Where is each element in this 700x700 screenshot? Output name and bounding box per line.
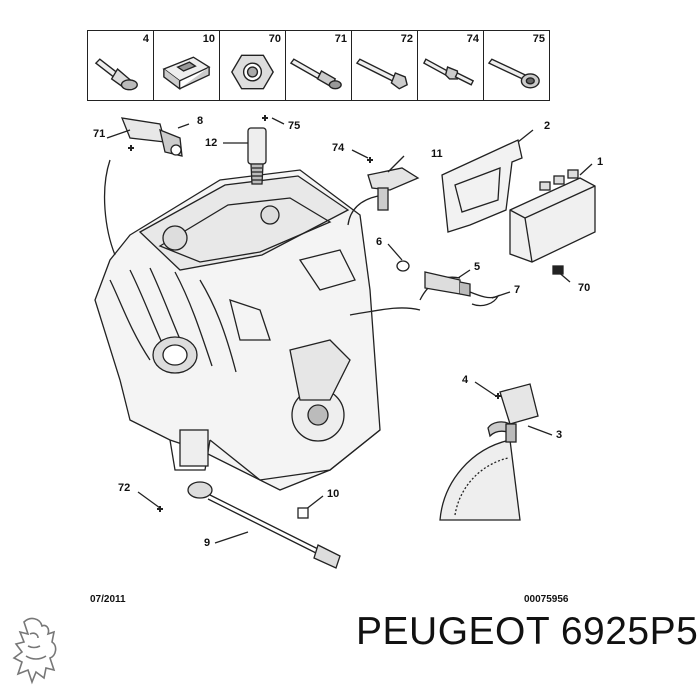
knock-sensor-drawing xyxy=(187,481,341,569)
pressure-switch-drawing xyxy=(247,127,267,185)
legend-cell: 75 xyxy=(484,31,549,100)
callout-2: 2 xyxy=(544,120,551,132)
hex-nut-icon xyxy=(231,54,274,90)
legend-cell: 72 xyxy=(352,31,418,100)
callout-4: 4 xyxy=(462,374,469,386)
bolt-long-icon xyxy=(289,58,342,90)
legend-cell: 10 xyxy=(154,31,220,100)
callout-6: 6 xyxy=(376,236,383,248)
callout-74: 74 xyxy=(332,142,345,154)
legend-number: 71 xyxy=(334,33,347,45)
callout-9: 9 xyxy=(204,537,211,549)
stud-bolt-icon xyxy=(422,58,475,86)
legend-cell: 70 xyxy=(220,31,286,100)
legend-number: 70 xyxy=(268,33,281,45)
callout-11: 11 xyxy=(431,148,443,160)
legend-cell: 71 xyxy=(286,31,352,100)
diagram-reference: 00075956 xyxy=(524,594,569,605)
peugeot-lion-logo xyxy=(12,617,57,685)
legend-cell: 4 xyxy=(88,31,154,100)
engine-block-drawing xyxy=(94,169,381,491)
callout-75: 75 xyxy=(288,120,301,132)
callout-1: 1 xyxy=(597,156,604,168)
socket-bolt-icon xyxy=(487,58,540,89)
callout-71: 71 xyxy=(93,128,106,140)
crank-sensor-drawing xyxy=(487,383,539,443)
legend-cell: 74 xyxy=(418,31,484,100)
callout-5: 5 xyxy=(474,261,481,273)
cam-sensor-drawing xyxy=(120,117,183,157)
ecu-module-drawing xyxy=(509,169,596,263)
legend-number: 72 xyxy=(400,33,413,45)
callout-72: 72 xyxy=(118,482,131,494)
callout-7: 7 xyxy=(514,284,521,296)
legend-number: 75 xyxy=(532,33,545,45)
callout-8: 8 xyxy=(197,115,204,127)
callout-12: 12 xyxy=(205,137,218,149)
legend-number: 4 xyxy=(142,33,149,45)
bolt-hex-icon xyxy=(355,58,408,90)
clip-nut-icon xyxy=(162,56,211,91)
flywheel-drawing xyxy=(439,439,521,521)
speed-sensor-drawing xyxy=(367,167,420,211)
temperature-sensor-drawing xyxy=(396,260,500,307)
bolt-flanged-icon xyxy=(94,58,138,91)
callout-3: 3 xyxy=(556,429,563,441)
mounting-bracket-drawing xyxy=(441,139,523,233)
brand-part-number: PEUGEOT 6925P5 xyxy=(356,610,699,653)
callout-70: 70 xyxy=(578,282,591,294)
legend-number: 74 xyxy=(466,33,479,45)
fastener-legend: 4 10 70 xyxy=(87,30,550,101)
callout-10: 10 xyxy=(327,488,340,500)
legend-number: 10 xyxy=(202,33,215,45)
diagram-date: 07/2011 xyxy=(90,594,126,605)
